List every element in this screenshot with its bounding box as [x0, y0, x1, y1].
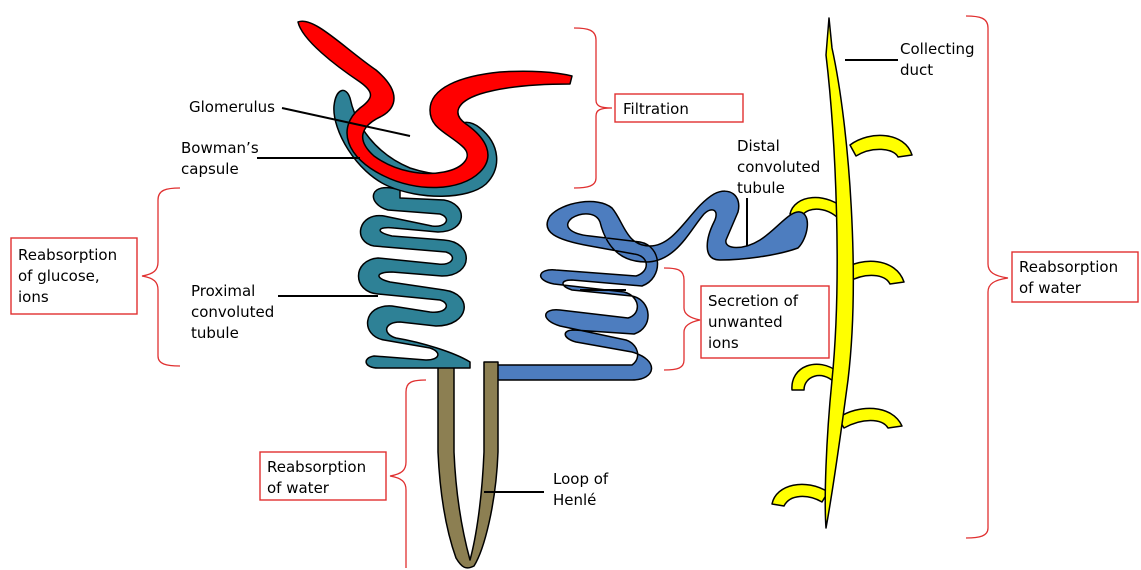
- collecting-duct: [772, 18, 912, 528]
- bowmans-capsule-label: Bowman’s capsule: [181, 139, 263, 178]
- collecting-duct-hook: [838, 408, 902, 428]
- proximal-convoluted-tubule: [359, 188, 471, 368]
- loop-of-henle: [438, 362, 498, 568]
- collecting-duct-hook: [772, 484, 828, 506]
- collecting-duct-hook: [850, 135, 912, 157]
- proximal-tubule-label: Proximal convoluted tubule: [191, 282, 279, 342]
- duct-reabsorption-bracket: [966, 16, 1008, 538]
- distal-tubule-label: Distal convoluted tubule: [737, 137, 825, 197]
- loop-of-henle-label: Loop of Henlé: [553, 470, 613, 509]
- glomerulus-label: Glomerulus: [189, 98, 275, 116]
- collecting-duct-shaft: [825, 18, 853, 528]
- collecting-duct-label: Collecting duct: [900, 40, 979, 79]
- filtration-bracket: [574, 28, 612, 188]
- secretion-bracket: [664, 268, 700, 370]
- loop-reabsorption-bracket: [390, 380, 426, 568]
- glucose-reabsorption-bracket: [142, 188, 180, 366]
- filtration-label: Filtration: [623, 100, 689, 118]
